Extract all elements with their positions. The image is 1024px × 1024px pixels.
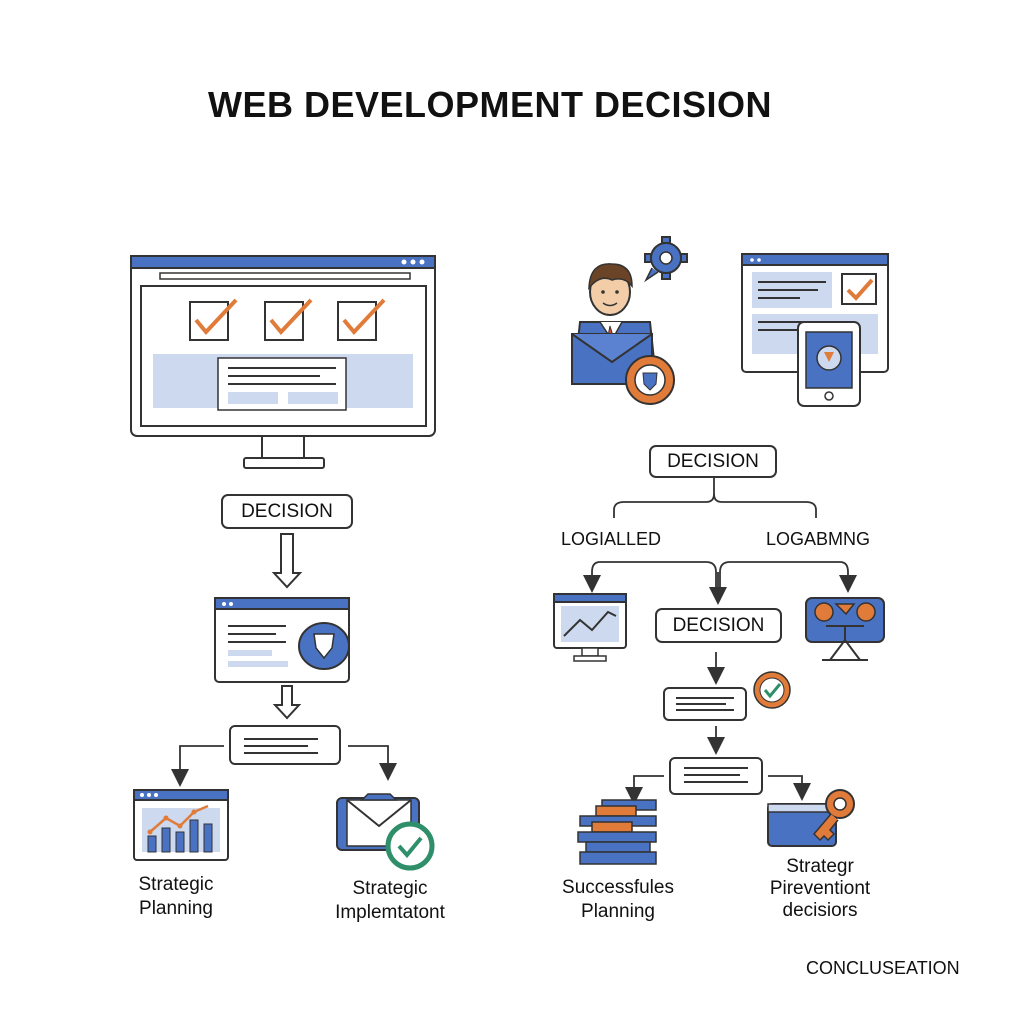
key-window-icon: [767, 789, 855, 847]
stacked-blocks-icon: [577, 799, 657, 865]
trend-chart-monitor-icon: [553, 593, 627, 662]
down-arrow-icon: [271, 533, 303, 589]
gear-icon: [644, 236, 688, 283]
diagram-title: WEB DEVELOPMENT DECISION: [207, 84, 773, 125]
outcome-line: Planning: [139, 898, 213, 919]
browser-shield-icon: [214, 597, 350, 683]
check-circle-icon: [753, 671, 791, 709]
document-box: [663, 687, 747, 721]
left-outcome-1: Strategic Planning: [116, 873, 236, 921]
branch-label-right: LOGABMNG: [766, 529, 871, 549]
document-box: [669, 757, 763, 795]
down-arrow-icon: [272, 685, 302, 720]
branch-label-left: LOGIALLED: [561, 529, 662, 549]
right-decision-mid-box: DECISION: [655, 608, 782, 643]
person-envelope-icon: [571, 263, 675, 405]
outcome-line: Strategr: [786, 856, 854, 877]
right-decision-top-box: DECISION: [649, 445, 777, 478]
conclusion-label: CONCLUSEATION: [806, 958, 960, 978]
right-outcome-1: Successfules Planning: [548, 876, 688, 924]
large-monitor-icon: [130, 255, 436, 469]
document-box: [229, 725, 341, 765]
outcome-line: Successfules: [562, 877, 674, 898]
left-outcome-2: Strategic Implemtatont: [310, 877, 470, 925]
right-outcome-2: Strategr Pireventiont decisiors: [750, 856, 890, 922]
left-decision-box: DECISION: [221, 494, 353, 529]
outcome-line: Implemtatont: [335, 902, 445, 923]
envelope-check-icon: [336, 793, 435, 871]
outcome-line: Planning: [581, 901, 655, 922]
network-icon: [805, 597, 885, 661]
monitor-tablet-icon: [741, 253, 889, 407]
outcome-line: decisiors: [782, 900, 858, 921]
outcome-line: Strategic: [352, 878, 428, 899]
outcome-line: Strategic: [138, 874, 214, 895]
outcome-line: Pireventiont: [769, 878, 871, 899]
chart-window-icon: [133, 789, 229, 861]
